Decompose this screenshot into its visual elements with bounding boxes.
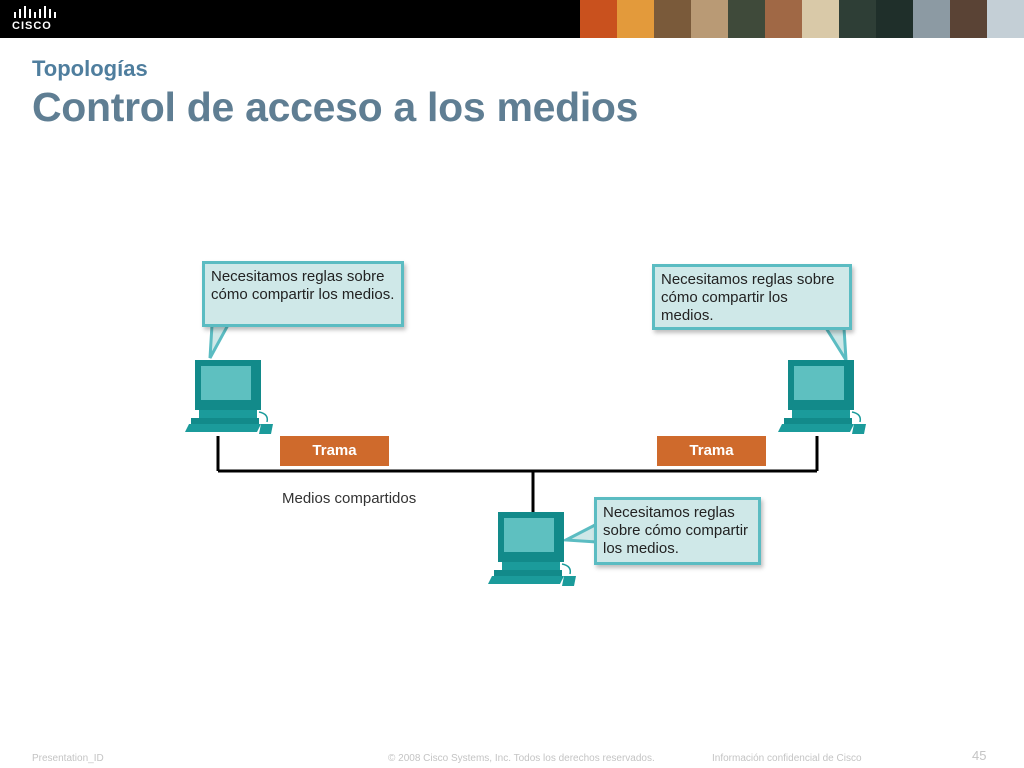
frame-left-box: Trama — [280, 436, 389, 466]
top-banner: CISCO — [0, 0, 1024, 38]
footer-copyright: © 2008 Cisco Systems, Inc. Todos los der… — [388, 753, 655, 764]
cisco-logo-text: CISCO — [12, 20, 52, 32]
page-number: 45 — [972, 748, 987, 763]
speech-bubble-bottom: Necesitamos reglas sobre cómo compartir … — [594, 497, 761, 565]
bubble-right-tail — [823, 326, 848, 361]
bubble-left-text: Necesitamos reglas sobre cómo compartir … — [211, 268, 395, 303]
photo-tile — [654, 0, 691, 38]
frame-right-box: Trama — [657, 436, 766, 466]
photo-tile — [987, 0, 1024, 38]
photo-tile — [617, 0, 654, 38]
cisco-logo: CISCO — [12, 6, 72, 34]
computer-left-icon — [185, 360, 273, 434]
photo-tile — [691, 0, 728, 38]
bubble-left-tail — [208, 323, 231, 359]
photo-tile — [728, 0, 765, 38]
slide-title: Control de acceso a los medios — [32, 84, 639, 130]
footer-confidential: Información confidencial de Cisco — [712, 753, 862, 764]
shared-bus — [216, 436, 819, 512]
photo-tile — [913, 0, 950, 38]
speech-bubble-left: Necesitamos reglas sobre cómo compartir … — [202, 261, 404, 327]
bubble-right-text: Necesitamos reglas sobre cómo compartir … — [661, 271, 835, 324]
bubble-bottom-tail — [560, 521, 599, 544]
shared-media-label: Medios compartidos — [282, 490, 417, 507]
footer-presentation-id: Presentation_ID — [32, 753, 104, 764]
photo-tile — [765, 0, 802, 38]
computer-bottom-icon — [488, 512, 576, 586]
photo-tile — [876, 0, 913, 38]
bubble-bottom-text: Necesitamos reglas sobre cómo compartir … — [603, 504, 749, 557]
computer-right-icon — [778, 360, 866, 434]
photo-strip — [580, 0, 1024, 38]
photo-tile — [839, 0, 876, 38]
photo-tile — [580, 0, 617, 38]
speech-bubble-right: Necesitamos reglas sobre cómo compartir … — [652, 264, 852, 330]
photo-tile — [802, 0, 839, 38]
cisco-bars-icon — [14, 6, 56, 18]
photo-tile — [950, 0, 987, 38]
slide-subtitle: Topologías — [32, 56, 148, 81]
